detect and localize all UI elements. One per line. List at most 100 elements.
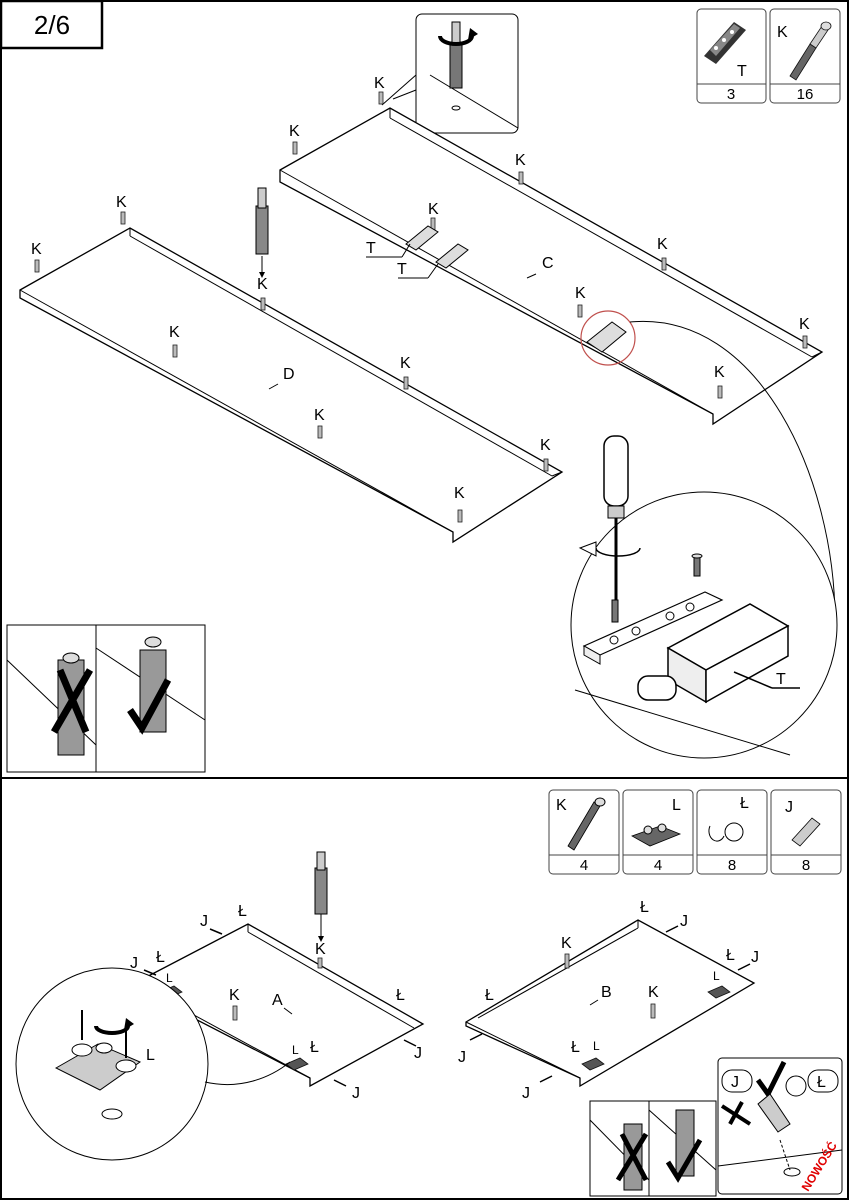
connector-icon bbox=[704, 22, 746, 64]
part-label: 4 bbox=[580, 857, 588, 874]
k-bolt-13: K bbox=[314, 407, 325, 439]
detail-circle-hinge: L bbox=[15, 967, 291, 1161]
panel-a-label: A bbox=[272, 992, 283, 1009]
wrong-mark-icon bbox=[720, 1101, 752, 1126]
part-label: K bbox=[540, 437, 551, 454]
part-label: K bbox=[257, 276, 268, 293]
part-label: 8 bbox=[728, 857, 736, 874]
panel-b-label: B bbox=[601, 984, 612, 1001]
part-label: 4 bbox=[654, 857, 662, 874]
part-label: K bbox=[657, 236, 668, 253]
k-bolt-1: K bbox=[374, 75, 385, 105]
t-connector-icon bbox=[637, 603, 790, 704]
part-label: K bbox=[561, 935, 572, 952]
check-j-label: J bbox=[731, 1074, 739, 1091]
part-count-t: 3 bbox=[727, 86, 735, 103]
k-bolt-15: K bbox=[454, 485, 465, 523]
part-label: Ł bbox=[310, 1039, 319, 1056]
part-label: Ł bbox=[726, 947, 735, 964]
part-label: Ł bbox=[396, 987, 405, 1004]
part-label: J bbox=[130, 955, 138, 972]
part-label: K bbox=[556, 797, 567, 814]
k-bolt-6: K bbox=[799, 316, 810, 349]
part-label: K bbox=[515, 152, 526, 169]
cam-bolt-icon bbox=[567, 797, 606, 851]
cam-bolt-icon bbox=[789, 21, 832, 81]
part-label: Ł bbox=[640, 899, 649, 916]
connector-plate-icon bbox=[582, 591, 724, 665]
part-label: K bbox=[575, 285, 586, 302]
k-bolt-8: K bbox=[116, 194, 127, 225]
wrong-mark-icon bbox=[50, 668, 94, 734]
t-label-2: T bbox=[397, 261, 407, 278]
k-bolt-11: K bbox=[169, 324, 180, 358]
k-bolt-10: K bbox=[257, 276, 268, 311]
part-label: K bbox=[289, 123, 300, 140]
part-label: Ł bbox=[156, 949, 165, 966]
k-bolt-12: K bbox=[400, 355, 411, 390]
part-label: K bbox=[315, 941, 326, 958]
part-label: L bbox=[713, 969, 720, 983]
part-label: L bbox=[593, 1039, 600, 1053]
part-label: J bbox=[751, 949, 759, 966]
k-bolt-4: K bbox=[657, 236, 668, 271]
part-label: J bbox=[680, 913, 688, 930]
inset-bolt-screwing bbox=[381, 13, 519, 134]
part-label: K bbox=[648, 984, 659, 1001]
part-label: K bbox=[454, 485, 465, 502]
screw-icon bbox=[611, 553, 703, 623]
check-l2-label: Ł bbox=[817, 1074, 826, 1091]
step-number: 2/6 bbox=[34, 10, 70, 40]
k-bolt-5: K bbox=[575, 285, 586, 318]
part-label: Ł bbox=[740, 795, 749, 812]
bolt-orientation-inset-bottom bbox=[589, 1100, 717, 1197]
part-label: K bbox=[799, 316, 810, 333]
part-label: K bbox=[714, 364, 725, 381]
part-count-k: 16 bbox=[797, 86, 814, 103]
t-label-1: T bbox=[366, 240, 376, 257]
part-label: L bbox=[672, 797, 681, 814]
part-label: 8 bbox=[802, 857, 810, 874]
part-label: L bbox=[292, 1043, 299, 1057]
part-label: K bbox=[169, 324, 180, 341]
dowel-icon bbox=[791, 817, 821, 847]
panel-d-label: D bbox=[283, 366, 295, 383]
k-bolt-large-bottom bbox=[314, 851, 328, 942]
part-label: J bbox=[785, 799, 793, 816]
part-label: Ł bbox=[485, 987, 494, 1004]
k-bolt-9: K bbox=[31, 241, 42, 273]
screwdriver-icon bbox=[578, 435, 641, 600]
part-id-k: K bbox=[777, 24, 788, 41]
part-label: K bbox=[229, 987, 240, 1004]
part-label: K bbox=[31, 241, 42, 258]
k-bolts-top: K K K K K K K K K K K K K K K K bbox=[31, 75, 810, 523]
part-label: Ł bbox=[571, 1039, 580, 1056]
k-bolt-14: K bbox=[540, 437, 551, 472]
bottom-fittings: K K K K J J J J J J J J Ł Ł Ł Ł Ł Ł Ł Ł … bbox=[130, 899, 759, 1102]
k-bolt-3: K bbox=[515, 152, 526, 185]
part-label: K bbox=[400, 355, 411, 372]
parts-table-bottom: K 4 L 4 Ł 8 J 8 bbox=[548, 789, 842, 875]
panel-d: D bbox=[19, 227, 564, 544]
part-id-t: T bbox=[737, 63, 747, 80]
bolt-orientation-inset-top bbox=[6, 624, 206, 773]
part-label: J bbox=[414, 1045, 422, 1062]
detail-zoom-circle: T bbox=[570, 435, 838, 759]
parts-table-top: T 3 K 16 bbox=[696, 8, 841, 104]
part-label: J bbox=[458, 1049, 466, 1066]
k-bolt-large-top bbox=[255, 187, 269, 278]
panel-c: C bbox=[279, 107, 824, 426]
t-label-detail: T bbox=[776, 671, 786, 688]
panel-a: A bbox=[134, 923, 425, 1088]
part-label: K bbox=[314, 407, 325, 424]
step-number-box: 2/6 bbox=[0, 0, 104, 50]
part-label: J bbox=[200, 913, 208, 930]
cam-lock-icon bbox=[708, 822, 744, 842]
part-label: K bbox=[116, 194, 127, 211]
panel-b: B bbox=[465, 919, 756, 1088]
panel-c-label: C bbox=[542, 255, 554, 272]
part-label: J bbox=[352, 1085, 360, 1102]
check-mark-icon bbox=[755, 1060, 787, 1099]
